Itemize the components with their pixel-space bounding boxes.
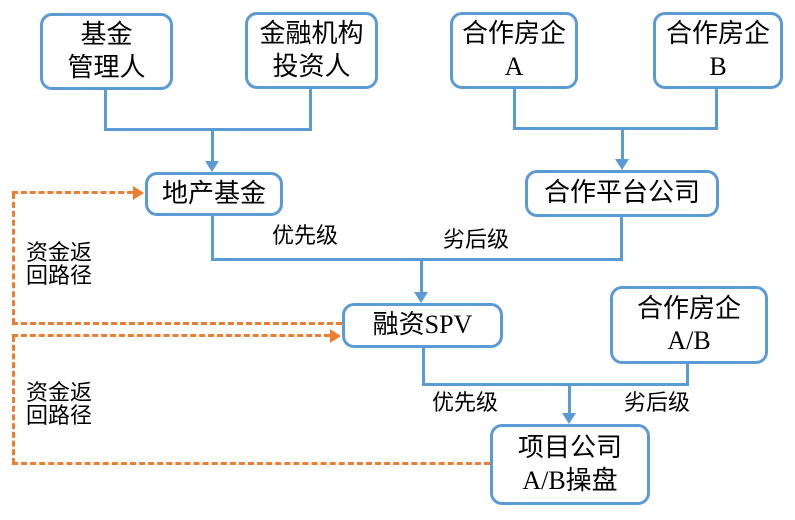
- connector-partner-ab-down: [686, 362, 689, 383]
- label-senior-tranche-lower: 优先级: [432, 390, 499, 415]
- return-path2-vertical-segment: [12, 336, 15, 464]
- connector-to-financing-spv: [420, 261, 423, 292]
- arrow-right-icon: [133, 186, 144, 200]
- arrow-down-icon: [205, 161, 219, 172]
- return-path1-top-segment: [12, 191, 133, 194]
- label-capital-return-path-upper: 资金返 回路径: [26, 240, 93, 288]
- label-capital-return-path-lower: 资金返 回路径: [26, 380, 93, 428]
- node-partner-a: 合作房企 A: [450, 12, 578, 89]
- connector-platform-company-down: [620, 217, 623, 258]
- connector-fund-manager-down: [104, 90, 107, 130]
- label-senior-tranche-upper: 优先级: [272, 223, 339, 248]
- node-partner-b: 合作房企 B: [653, 12, 783, 89]
- node-partner-ab: 合作房企 A/B: [610, 286, 768, 364]
- connector-left-tree-horizontal: [104, 128, 312, 131]
- node-financial-investor: 金融机构 投资人: [245, 12, 378, 89]
- return-path1-bottom-segment: [12, 322, 342, 325]
- connector-right-tree-horizontal: [513, 127, 718, 130]
- connector-to-project-company: [568, 386, 571, 413]
- connector-investor-down: [309, 89, 312, 130]
- connector-lower-horizontal: [422, 383, 689, 386]
- arrow-down-icon: [615, 159, 629, 170]
- connector-partner-b-down: [715, 88, 718, 130]
- connector-real-estate-fund-down: [211, 216, 214, 258]
- arrow-down-icon: [562, 413, 576, 424]
- connector-to-real-estate-fund: [211, 131, 214, 162]
- connector-to-platform-company: [621, 130, 624, 159]
- return-path2-top-segment: [12, 334, 330, 337]
- connector-middle-horizontal: [211, 258, 623, 261]
- node-project-company: 项目公司 A/B操盘: [490, 424, 650, 505]
- node-fund-manager: 基金 管理人: [40, 13, 173, 90]
- connector-partner-a-down: [513, 88, 516, 130]
- node-platform-company: 合作平台公司: [525, 170, 719, 217]
- label-junior-tranche-lower: 劣后级: [624, 390, 691, 415]
- return-path1-vertical-segment: [12, 193, 15, 324]
- node-real-estate-fund: 地产基金: [145, 172, 283, 216]
- label-junior-tranche-upper: 劣后级: [443, 227, 510, 252]
- node-financing-spv: 融资SPV: [342, 303, 503, 348]
- arrow-down-icon: [414, 292, 428, 303]
- return-path2-bottom-segment: [12, 462, 490, 465]
- arrow-right-icon: [330, 329, 341, 343]
- connector-financing-spv-down: [422, 348, 425, 383]
